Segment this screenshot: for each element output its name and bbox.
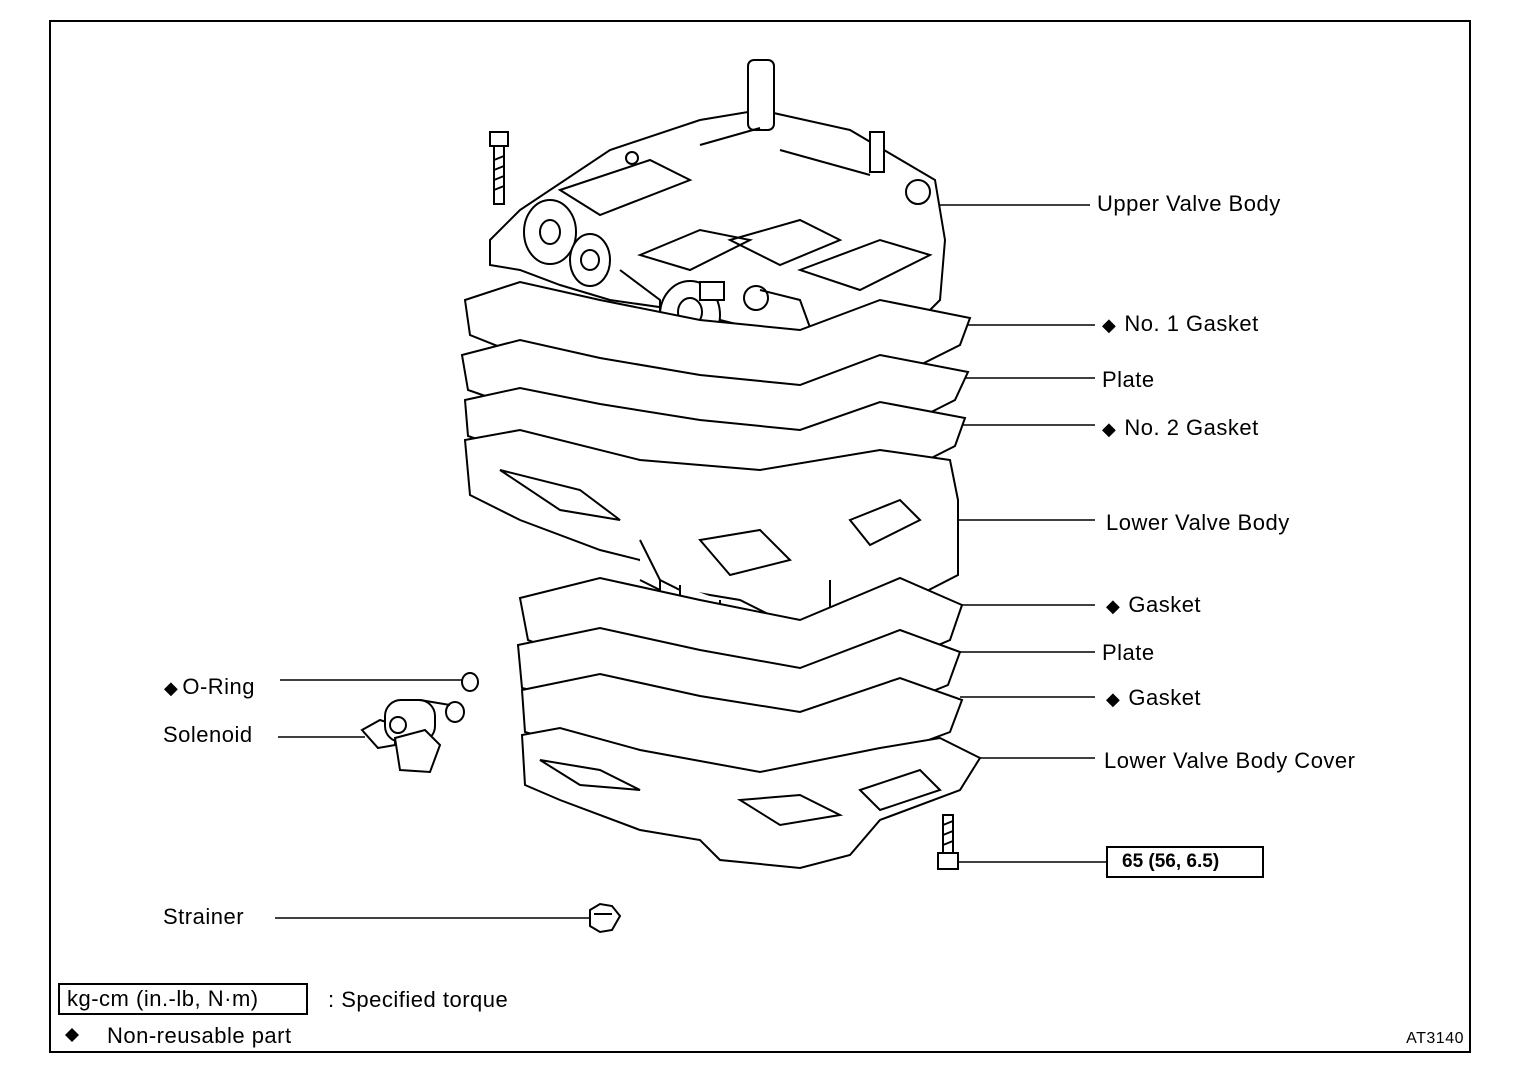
label-plate-lower: Plate [1102,640,1155,665]
label-lower-valve-body: Lower Valve Body [1106,510,1290,535]
diamond-icon: ◆ [1102,419,1117,439]
label-text: O-Ring [182,674,256,699]
leader-lines [275,204,1106,919]
label-no2-gasket: ◆ No. 2 Gasket [1102,415,1259,442]
legend-torque-unit-box: kg-cm (in.-lb, N·m) [58,983,308,1015]
bolt-bottom [937,814,959,870]
diamond-icon: ◆ [1106,596,1121,616]
label-text: Gasket [1128,592,1202,617]
diamond-icon: ◆ [164,678,179,698]
legend-diamond-icon [65,1028,79,1042]
label-text: No. 2 Gasket [1124,415,1259,440]
label-gasket-lower: ◆ Gasket [1106,685,1201,712]
lower-valve-body [463,428,959,642]
strainer-part [589,902,622,934]
label-plate-upper: Plate [1102,367,1155,392]
o-ring-part [461,672,479,692]
torque-spec-box: 65 (56, 6.5) [1106,846,1264,878]
diamond-icon: ◆ [1102,315,1117,335]
label-no1-gasket: ◆ No. 1 Gasket [1102,311,1259,338]
legend-nonreusable-text: Non-reusable part [107,1023,292,1048]
diamond-icon: ◆ [1106,689,1121,709]
lower-valve-body-cover [520,726,982,870]
figure-frame [49,20,1471,1053]
label-gasket-upper: ◆ Gasket [1106,592,1201,619]
figure-code: AT3140 [1406,1030,1464,1047]
label-strainer: Strainer [163,904,245,929]
label-o-ring: ◆O-Ring [164,674,255,701]
lower-plate-stack [516,576,964,788]
label-upper-valve-body: Upper Valve Body [1097,191,1281,216]
bolt-top [489,131,509,205]
label-solenoid: Solenoid [163,722,253,747]
label-text: Gasket [1128,685,1202,710]
legend-torque-text: : Specified torque [328,987,509,1012]
solenoid-part [360,699,465,774]
upper-valve-body [489,59,947,357]
label-text: No. 1 Gasket [1124,311,1259,336]
label-lower-valve-body-cover: Lower Valve Body Cover [1104,748,1356,773]
